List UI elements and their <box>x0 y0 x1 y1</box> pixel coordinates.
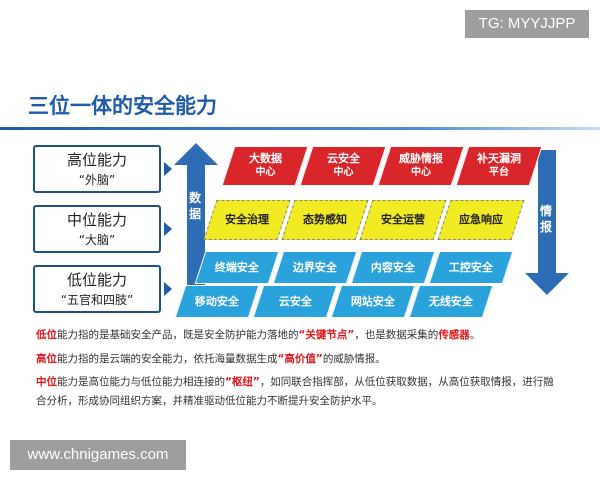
level-mid: 中位能力 “大脑” <box>33 205 161 253</box>
desc-text: 能力是高位能力与低位能力相连接的 <box>57 376 225 388</box>
mid-cell: 应急响应 <box>437 200 525 240</box>
mid-cell: 安全治理 <box>203 200 291 240</box>
page-title: 三位一体的安全能力 <box>28 94 217 118</box>
cell-subtitle: 中心 <box>255 167 275 178</box>
cell-label: 工控安全 <box>449 260 493 274</box>
cell-subtitle: 中心 <box>411 167 431 178</box>
desc-text: ，如同联合指挥部，从低位获取数据，从高位获取情报，进行融合分析，形成协同组织方案… <box>36 376 554 407</box>
cell-label: 应急响应 <box>459 213 503 226</box>
desc-text: ，也是数据采集的 <box>354 329 439 341</box>
cell-label: 态势感知 <box>303 213 347 226</box>
level-sub: “五官和四肢” <box>60 293 134 307</box>
level-sub: “外脑” <box>78 173 116 187</box>
cell-title: 云安全 <box>326 152 360 165</box>
cell-label: 安全运营 <box>381 213 425 226</box>
desc-text: 能力指的是基础安全产品，既是安全防护能力落地的 <box>57 329 299 341</box>
cell-label: 云安全中心 <box>327 152 360 180</box>
mid-cell: 安全运营 <box>359 200 447 240</box>
cell-label: 边界安全 <box>293 260 337 274</box>
desc-text: 。 <box>469 329 481 341</box>
pointer-icon <box>164 222 172 236</box>
cell-title: 威胁情报 <box>399 152 443 165</box>
pointer-icon <box>164 282 172 296</box>
desc-key: 低位 <box>36 329 57 341</box>
cell-label: 安全治理 <box>225 213 269 226</box>
high-cell: 威胁情报中心 <box>377 146 465 186</box>
arrow-label-down: 情报 <box>540 204 553 234</box>
low-cell: 工控安全 <box>428 251 514 284</box>
desc-text: 的威胁情报。 <box>322 353 386 365</box>
level-high: 高位能力 “外脑” <box>33 145 161 193</box>
level-sub: “大脑” <box>78 233 116 247</box>
desc-mid: 中位能力是高位能力与低位能力相连接的“枢纽”，如同联合指挥部，从低位获取数据，从… <box>36 373 556 411</box>
low-cell: 内容安全 <box>350 251 436 284</box>
cell-title: 大数据 <box>248 152 282 165</box>
desc-low: 低位能力指的是基础安全产品，既是安全防护能力落地的“关键节点”，也是数据采集的传… <box>36 326 556 345</box>
watermark-bottom: www.chnigames.com <box>10 440 186 470</box>
high-cell: 大数据中心 <box>221 146 309 186</box>
cell-subtitle: 中心 <box>333 167 353 178</box>
high-cell: 补天漏洞平台 <box>455 146 543 186</box>
desc-key: “枢纽” <box>225 376 260 388</box>
desc-key: “关键节点” <box>298 329 355 341</box>
low-cell: 移动安全 <box>174 285 260 318</box>
title-divider <box>0 127 600 130</box>
intel-down-arrow-icon <box>525 150 569 295</box>
cell-label: 无线安全 <box>429 294 473 308</box>
desc-key: 传感器 <box>438 329 470 341</box>
level-low: 低位能力 “五官和四肢” <box>33 265 161 313</box>
cell-label: 终端安全 <box>215 260 259 274</box>
cell-label: 移动安全 <box>195 294 239 308</box>
low-cell: 终端安全 <box>194 251 280 284</box>
desc-high: 高位能力指的是云端的安全能力，依托海量数据生成“高价值”的威胁情报。 <box>36 350 556 369</box>
cell-label: 威胁情报中心 <box>399 152 443 180</box>
desc-key: 高位 <box>36 353 57 365</box>
pointer-icon <box>164 162 172 176</box>
low-cell: 云安全 <box>252 285 338 318</box>
cell-subtitle: 平台 <box>489 167 509 178</box>
level-label: 高位能力 <box>66 151 127 169</box>
arrow-label-up: 数据 <box>189 191 202 221</box>
mid-cell: 态势感知 <box>281 200 369 240</box>
data-up-arrow-icon <box>174 143 218 308</box>
low-cell: 网站安全 <box>330 285 416 318</box>
cell-label: 补天漏洞平台 <box>477 152 521 180</box>
low-cell: 无线安全 <box>408 285 494 318</box>
desc-key: “高价值” <box>277 353 323 365</box>
cell-label: 云安全 <box>278 294 312 308</box>
desc-text: 能力指的是云端的安全能力，依托海量数据生成 <box>57 353 278 365</box>
low-cell: 边界安全 <box>272 251 358 284</box>
cell-label: 网站安全 <box>351 294 395 308</box>
cell-title: 补天漏洞 <box>477 152 521 165</box>
desc-key: 中位 <box>36 376 57 388</box>
level-label: 中位能力 <box>66 211 127 229</box>
level-label: 低位能力 <box>66 271 127 289</box>
watermark-top: TG: MYYJJPP <box>465 10 589 38</box>
cell-label: 大数据中心 <box>249 152 282 180</box>
high-cell: 云安全中心 <box>299 146 387 186</box>
cell-label: 内容安全 <box>371 260 415 274</box>
